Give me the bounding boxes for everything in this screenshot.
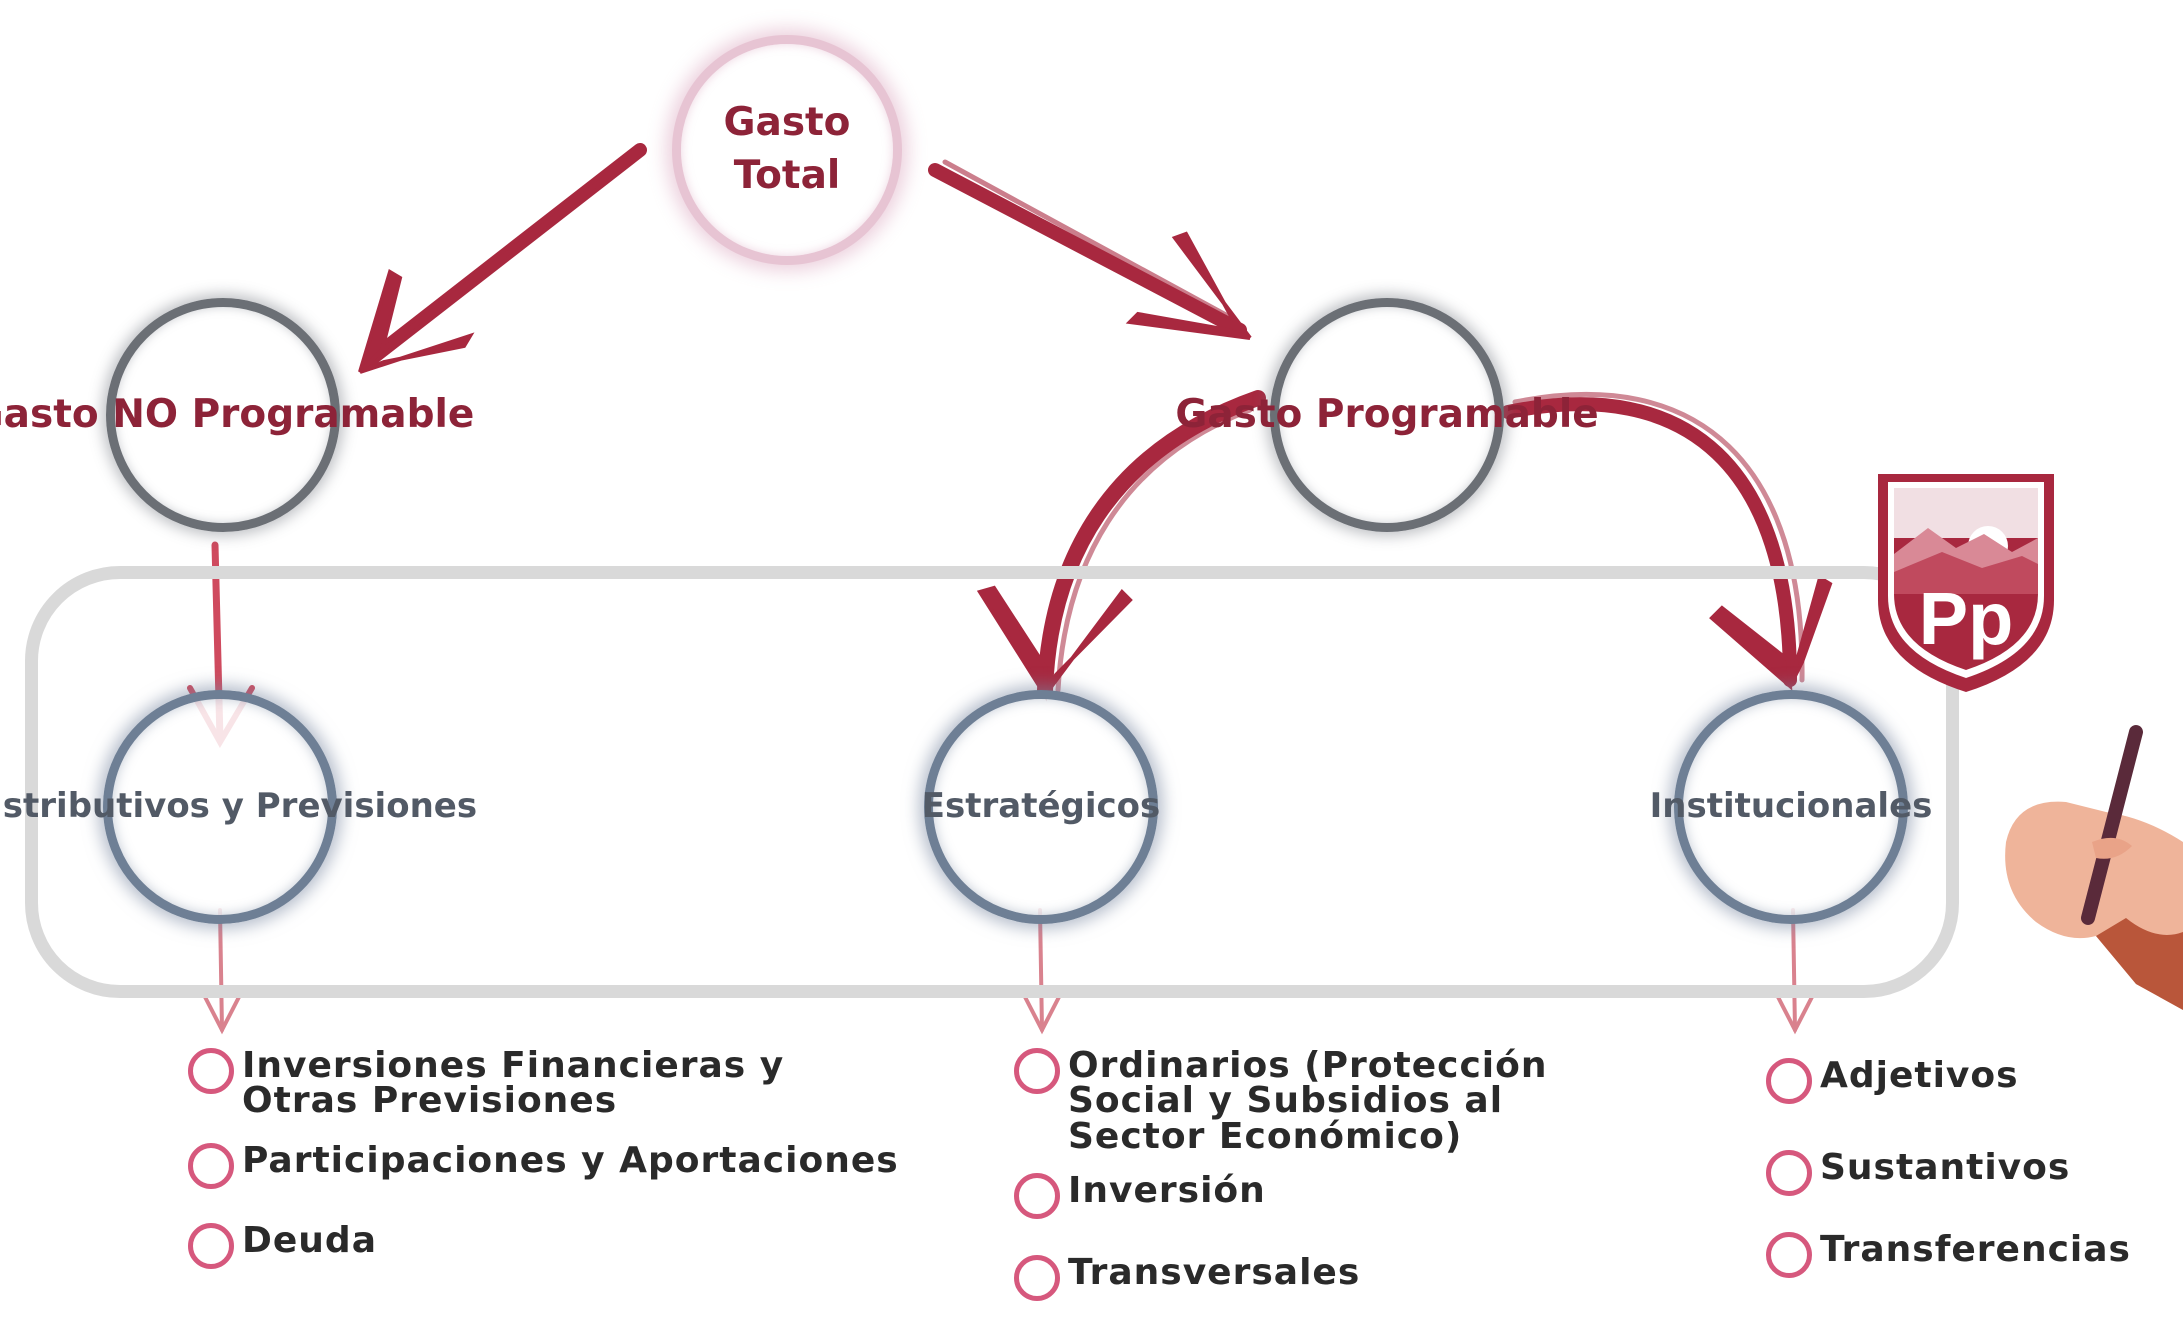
hand-holding-pen-icon bbox=[2005, 725, 2183, 1010]
circle-bullet-icon bbox=[1766, 1058, 1812, 1104]
list-item-label: Transversales bbox=[1068, 1252, 1361, 1293]
list-item: Transferencias bbox=[1766, 1229, 2131, 1278]
list-item-label: Adjetivos bbox=[1820, 1055, 2019, 1096]
circle-bullet-icon bbox=[1766, 1150, 1812, 1196]
circle-bullet-icon bbox=[1766, 1232, 1812, 1278]
arrow-programable-to-institucionales bbox=[1501, 392, 1833, 691]
list-item: Deuda bbox=[188, 1220, 377, 1269]
arrow-programable-to-estrategicos bbox=[976, 390, 1266, 702]
list-item: Transversales bbox=[1014, 1252, 1361, 1301]
node-estrategicos: Estratégicos bbox=[921, 690, 1161, 924]
list-item-label: Sustantivos bbox=[1820, 1147, 2071, 1188]
circle-bullet-icon bbox=[1014, 1173, 1060, 1219]
arrow-total-to-programable bbox=[928, 159, 1252, 340]
list-item: Ordinarios (Protección Social y Subsidio… bbox=[1014, 1048, 1548, 1154]
list-item: Inversiones Financieras y Otras Previsio… bbox=[188, 1048, 784, 1119]
circle-bullet-icon bbox=[188, 1048, 234, 1094]
list-item: Adjetivos bbox=[1766, 1055, 2019, 1104]
node-gasto-total: Gasto Total bbox=[672, 35, 902, 265]
node-label: Gasto Total bbox=[723, 100, 851, 198]
node-label: Estratégicos bbox=[921, 786, 1161, 827]
list-item-label: Inversiones Financieras y Otras Previsio… bbox=[242, 1045, 785, 1122]
node-gasto-programable: Gasto Programable bbox=[1175, 298, 1599, 532]
list-item-label: Deuda bbox=[242, 1220, 377, 1261]
circle-bullet-icon bbox=[188, 1223, 234, 1269]
list-item-label: Inversión bbox=[1068, 1170, 1266, 1211]
circle-bullet-icon bbox=[188, 1143, 234, 1189]
node-gasto-no-programable: Gasto NO Programable bbox=[0, 298, 474, 532]
logo-text: Pp bbox=[1919, 577, 2014, 660]
list-item: Participaciones y Aportaciones bbox=[188, 1140, 899, 1189]
arrow-distributivos-to-list bbox=[202, 908, 242, 1035]
node-label: Institucionales bbox=[1649, 786, 1933, 827]
arrow-estrategicos-to-list bbox=[1022, 908, 1062, 1035]
shield-logo-icon: Pp bbox=[1878, 474, 2054, 692]
node-label: Distributivos y Previsiones bbox=[0, 786, 478, 827]
list-item-label: Transferencias bbox=[1820, 1229, 2131, 1270]
arrow-total-to-no-programable bbox=[358, 143, 647, 374]
circle-bullet-icon bbox=[1014, 1255, 1060, 1301]
list-item-label: Participaciones y Aportaciones bbox=[242, 1140, 899, 1181]
list-item: Sustantivos bbox=[1766, 1147, 2071, 1196]
circle-bullet-icon bbox=[1014, 1048, 1060, 1094]
list-item: Inversión bbox=[1014, 1170, 1266, 1219]
node-label: Gasto Programable bbox=[1175, 391, 1599, 437]
arrow-institucionales-to-list bbox=[1775, 908, 1815, 1035]
node-label: Gasto NO Programable bbox=[0, 391, 475, 437]
node-institucionales: Institucionales bbox=[1650, 690, 1932, 924]
list-item-label: Ordinarios (Protección Social y Subsidio… bbox=[1068, 1045, 1548, 1157]
node-distributivos: Distributivos y Previsiones bbox=[0, 690, 477, 924]
